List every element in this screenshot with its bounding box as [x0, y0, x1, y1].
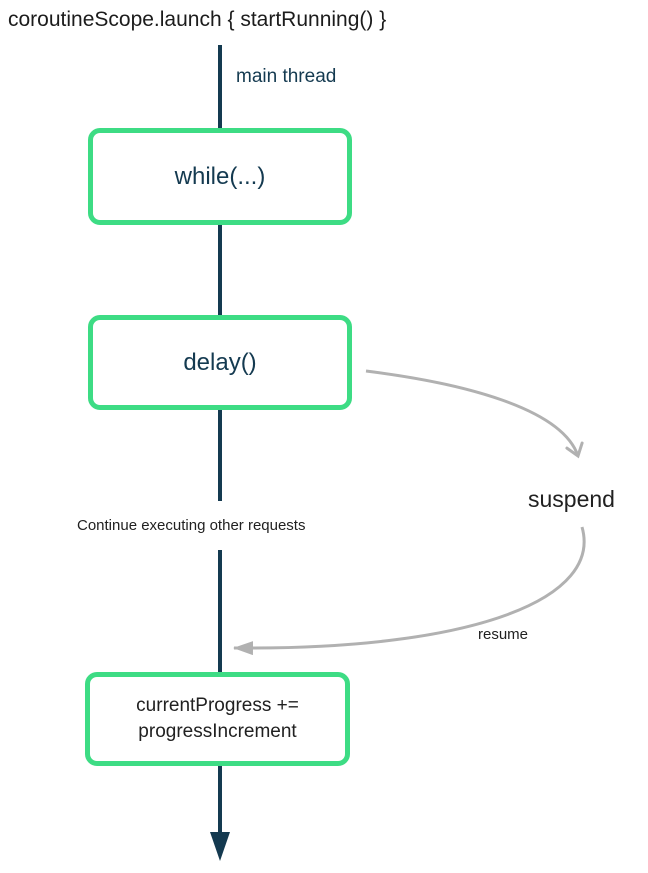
- suspend-label: suspend: [528, 486, 615, 512]
- node-progress: currentProgress += progressIncrement: [85, 672, 350, 766]
- node-progress-label-line2: progressIncrement: [138, 721, 297, 742]
- main-thread-arrowhead-icon: [210, 832, 230, 861]
- node-progress-label-line1: currentProgress +=: [136, 695, 299, 717]
- node-delay: delay(): [88, 315, 352, 410]
- node-while-label: while(...): [174, 162, 266, 190]
- resume-label: resume: [478, 626, 529, 643]
- continue-executing-label: Continue executing other requests: [77, 517, 306, 534]
- node-delay-label: delay(): [183, 348, 257, 376]
- code-caption: coroutineScope.launch { startRunning() }: [8, 8, 387, 31]
- suspend-arrow: [365, 369, 584, 459]
- resume-arrow: [233, 526, 586, 656]
- main-thread-label: main thread: [236, 66, 337, 87]
- node-while: while(...): [88, 128, 352, 225]
